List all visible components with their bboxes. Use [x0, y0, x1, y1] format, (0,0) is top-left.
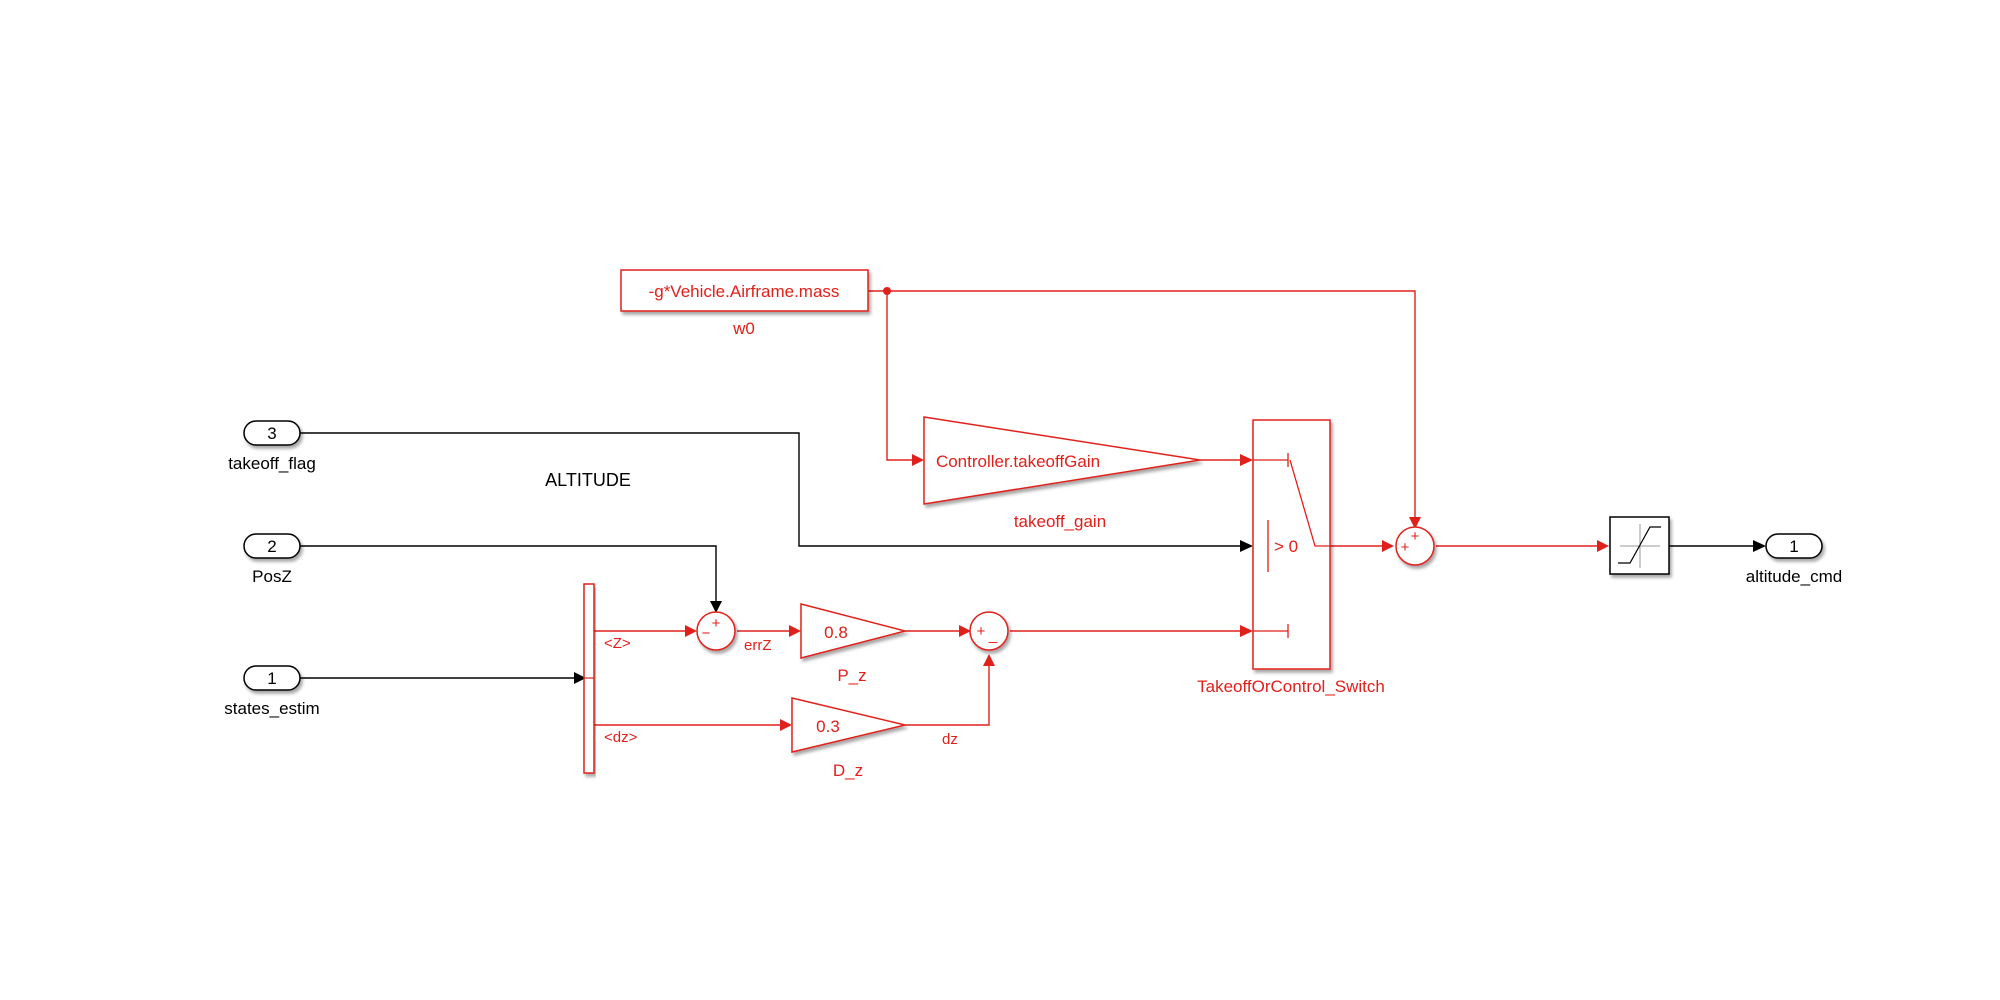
annotation-altitude: ALTITUDE [545, 470, 631, 490]
constant-name: w0 [732, 319, 755, 338]
inport-number: 1 [267, 669, 276, 688]
gain-block-takeoff[interactable]: Controller.takeoffGain [923, 416, 1201, 505]
line-dz[interactable] [905, 666, 990, 726]
constant-value: -g*Vehicle.Airframe.mass [649, 282, 840, 301]
sum-sign-minus: − [702, 625, 711, 642]
gain-block-d[interactable]: 0.3 [791, 697, 906, 753]
bus-selector[interactable] [583, 583, 595, 774]
switch-name: TakeoffOrControl_Switch [1197, 677, 1385, 696]
saturation-block[interactable] [1609, 516, 1670, 575]
sum-sign-top: + [1411, 528, 1420, 545]
inport-label-states-estim: states_estim [224, 699, 319, 718]
inport-takeoff-flag[interactable]: 3 [243, 420, 301, 446]
sum-block-error[interactable]: + − [696, 611, 736, 651]
outport-number: 1 [1789, 537, 1798, 556]
outport-altitude-cmd[interactable]: 1 [1765, 533, 1823, 559]
gain-name-takeoff: takeoff_gain [1014, 512, 1106, 531]
line-w0-to-sum[interactable] [868, 290, 1416, 517]
arrowheads [574, 454, 1766, 731]
sum-sign-plus: + [712, 615, 721, 632]
inport-posz[interactable]: 2 [243, 533, 301, 559]
line-takeoff-flag[interactable] [300, 432, 1240, 547]
inport-states-estim[interactable]: 1 [243, 665, 301, 691]
inport-number: 3 [267, 424, 276, 443]
line-w0-to-takeoffgain[interactable] [886, 291, 912, 461]
switch-block[interactable]: > 0 [1252, 419, 1331, 670]
inport-label-takeoff-flag: takeoff_flag [228, 454, 316, 473]
gain-block-p[interactable]: 0.8 [800, 603, 908, 659]
signal-label-dz: dz [942, 731, 958, 748]
signal-label-z: <Z> [604, 635, 631, 652]
sum-sign-left: + [1401, 539, 1410, 556]
branch-point [883, 287, 891, 295]
signal-label-errz: errZ [744, 637, 772, 654]
switch-criteria: > 0 [1274, 537, 1298, 556]
sum-block-output[interactable]: + + [1395, 526, 1435, 566]
inport-number: 2 [267, 537, 276, 556]
constant-block-w0[interactable]: -g*Vehicle.Airframe.mass [620, 269, 869, 312]
gain-value: Controller.takeoffGain [936, 452, 1100, 471]
signal-label-dz-sel: <dz> [604, 729, 638, 746]
sum-block-pd[interactable]: + _ [969, 611, 1009, 651]
outport-label: altitude_cmd [1746, 567, 1842, 586]
gain-name-p: P_z [837, 666, 866, 685]
sum-sign-minus: _ [988, 627, 998, 644]
gain-value: 0.3 [816, 717, 840, 736]
gain-name-d: D_z [833, 761, 863, 780]
gain-value: 0.8 [824, 623, 848, 642]
inport-label-posz: PosZ [252, 567, 292, 586]
line-posz[interactable] [300, 545, 717, 601]
sum-sign-plus: + [977, 623, 986, 640]
